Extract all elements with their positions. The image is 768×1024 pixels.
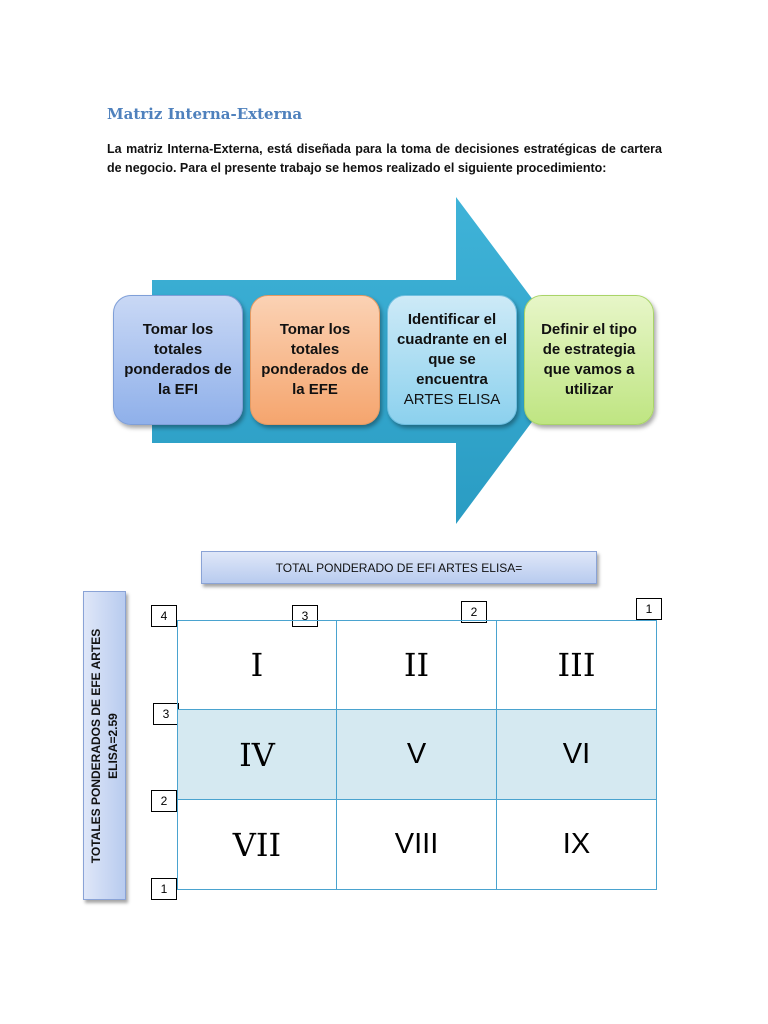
x-tick: 1 (636, 598, 662, 620)
quadrant-cell: VIII (336, 799, 497, 890)
step-quadrant-text: Identificar el cuadrante en el que se en… (396, 311, 508, 388)
process-arrow (152, 197, 578, 524)
efi-total-header: TOTAL PONDERADO DE EFI ARTES ELISA= (201, 551, 597, 584)
step-strategy-text: Definir el tipo de estrategia que vamos … (541, 321, 637, 398)
step-efi-box: Tomar los totales ponderados de la EFI (113, 295, 243, 425)
x-tick: 4 (151, 605, 177, 627)
y-tick: 3 (153, 703, 179, 725)
quadrant-cell: IX (496, 799, 657, 890)
efe-total-text: TOTALES PONDERADOS DE EFE ARTES ELISA=2.… (88, 628, 120, 863)
step-efi-text: Tomar los totales ponderados de la EFI (124, 321, 232, 398)
quadrant-cell: III (496, 620, 657, 710)
x-tick: 2 (461, 601, 487, 623)
quadrant-cell: I (177, 620, 337, 710)
quadrant-cell: VI (496, 709, 657, 800)
intro-paragraph: La matriz Interna-Externa, está diseñada… (107, 142, 662, 175)
ie-matrix-grid: I II III IV V VI VII VIII IX (177, 620, 657, 890)
quadrant-cell: VII (177, 799, 337, 890)
step-quadrant-content: Identificar el cuadrante en el que se en… (396, 310, 508, 410)
step-quadrant-company: ARTES ELISA (403, 391, 501, 408)
efe-total-label: TOTALES PONDERADOS DE EFE ARTES ELISA=2.… (83, 591, 126, 900)
quadrant-cell: V (336, 709, 497, 800)
step-efe-text: Tomar los totales ponderados de la EFE (261, 321, 369, 398)
y-tick: 1 (151, 878, 177, 900)
quadrant-cell: IV (177, 709, 337, 800)
x-tick: 3 (292, 605, 318, 627)
page-title: Matriz Interna-Externa (107, 105, 303, 123)
quadrant-cell: II (336, 620, 497, 710)
step-strategy-box: Definir el tipo de estrategia que vamos … (524, 295, 654, 425)
y-tick: 2 (151, 790, 177, 812)
step-quadrant-box: Identificar el cuadrante en el que se en… (387, 295, 517, 425)
step-efe-box: Tomar los totales ponderados de la EFE (250, 295, 380, 425)
